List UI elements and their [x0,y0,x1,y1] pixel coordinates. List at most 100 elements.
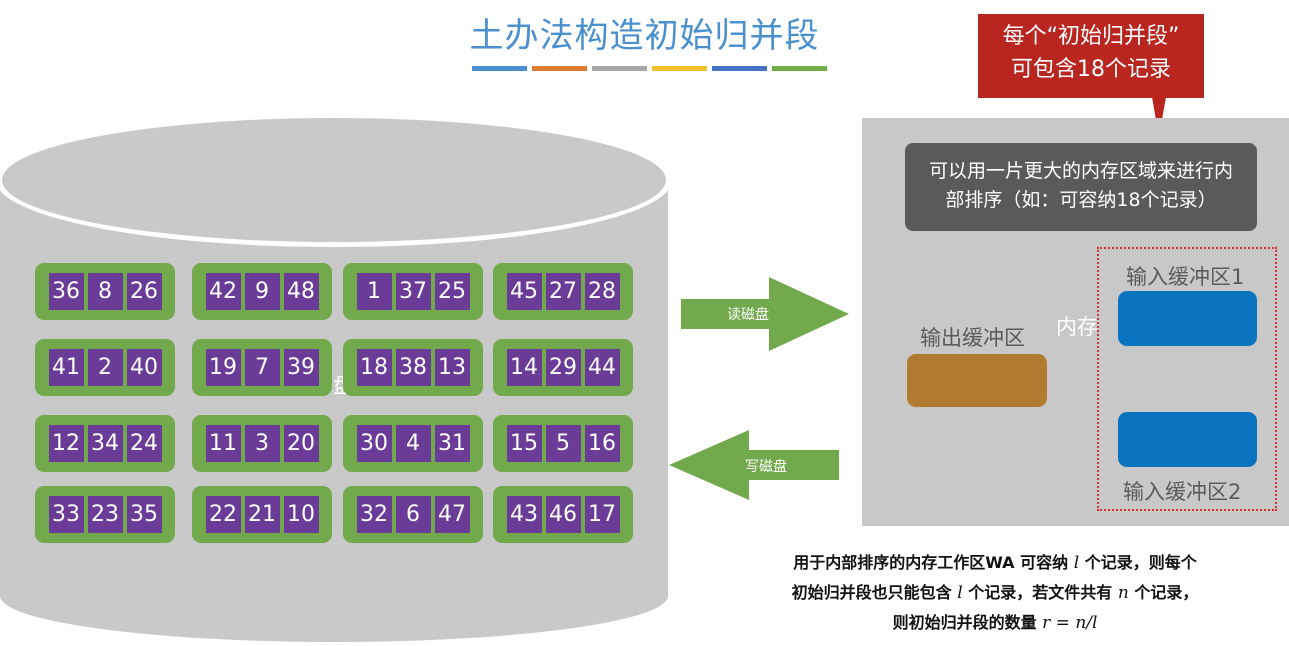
record-cell: 4 [395,425,431,462]
footnote-line-3: 则初始归并段的数量 r = n/l [700,608,1289,638]
record-cell: 7 [244,349,280,386]
record-cell: 29 [545,349,581,386]
title-underline-bar [712,66,767,71]
record-cell: 25 [434,273,470,310]
record-cell: 28 [584,273,620,310]
input-buffer-1 [1118,291,1257,346]
record-cell: 47 [434,496,470,533]
record-cell: 9 [244,273,280,310]
record-cell: 34 [87,425,123,462]
record-cell: 45 [506,273,542,310]
record-cell: 13 [434,349,470,386]
record-cell: 17 [584,496,620,533]
record-cell: 16 [584,425,620,462]
input-buffer-1-label: 输入缓冲区1 [1126,265,1245,289]
record-cell: 33 [48,496,84,533]
record-cell: 1 [356,273,392,310]
record-cell: 37 [395,273,431,310]
record-cell: 18 [356,349,392,386]
record-cell: 39 [283,349,319,386]
record-cell: 27 [545,273,581,310]
footnote-text: 则初始归并段的数量 [892,613,1043,632]
record-cell: 48 [283,273,319,310]
callout-line-1: 每个“初始归并段” [1002,24,1180,49]
record-cell: 8 [87,273,123,310]
footnote-text: 个记录，若文件共有 [962,583,1118,602]
record-cell: 35 [126,496,162,533]
title-underline-bar [472,66,527,71]
footnote-line-1: 用于内部排序的内存工作区WA 可容纳 l 个记录，则每个 [700,548,1289,578]
record-cell: 11 [205,425,241,462]
input-buffer-2-label: 输入缓冲区2 [1123,480,1242,504]
record-cell: 5 [545,425,581,462]
record-cell: 40 [126,349,162,386]
title-underline-bar [592,66,647,71]
disk-top [2,118,666,242]
read-disk-arrow: 读磁盘 [681,277,851,351]
callout-box: 每个“初始归并段” 可包含18个记录 [978,14,1204,98]
record-cell: 24 [126,425,162,462]
title-underline-bar [652,66,707,71]
write-disk-label: 写磁盘 [745,459,787,475]
record-cell: 14 [506,349,542,386]
memory-note-line-1: 可以用一片更大的内存区域来进行内 [928,160,1233,182]
memory-label: 内存 [1056,315,1098,339]
record-cell: 30 [356,425,392,462]
record-cell: 20 [283,425,319,462]
var-l: l [1073,553,1080,573]
footnote-text: 个记录， [1128,583,1199,602]
callout-line-2: 可包含18个记录 [1011,57,1171,82]
write-disk-arrow: 写磁盘 [669,430,839,500]
footnote-text: 个记录，则每个 [1079,553,1197,572]
title-underline-bar [532,66,587,71]
footnote-line-2: 初始归并段也只能包含 l 个记录，若文件共有 n 个记录， [700,578,1289,608]
record-cell: 6 [395,496,431,533]
disk-bottom [0,550,668,642]
record-cell: 42 [205,273,241,310]
record-cell: 2 [87,349,123,386]
record-cell: 10 [283,496,319,533]
input-buffer-zone [1097,247,1277,511]
output-buffer-label: 输出缓冲区 [920,326,1025,350]
record-cell: 22 [205,496,241,533]
record-cell: 21 [244,496,280,533]
record-cell: 46 [545,496,581,533]
read-disk-label: 读磁盘 [727,307,769,323]
title-underline-bar [772,66,827,71]
var-l: l [957,583,963,603]
record-cell: 36 [48,273,84,310]
record-cell: 31 [434,425,470,462]
record-cell: 44 [584,349,620,386]
record-cell: 15 [506,425,542,462]
record-cell: 12 [48,425,84,462]
memory-note: 可以用一片更大的内存区域来进行内 部排序（如：可容纳18个记录） [905,143,1257,231]
record-cell: 3 [244,425,280,462]
var-n: n [1117,583,1129,603]
footnote-text: 初始归并段也只能包含 [791,583,958,602]
record-cell: 26 [126,273,162,310]
record-cell: 19 [205,349,241,386]
record-cell: 43 [506,496,542,533]
record-cell: 41 [48,349,84,386]
footnote: 用于内部排序的内存工作区WA 可容纳 l 个记录，则每个 初始归并段也只能包含 … [700,548,1289,638]
record-cell: 23 [87,496,123,533]
page-title: 土办法构造初始归并段 [469,16,820,56]
record-cell: 32 [356,496,392,533]
record-cell: 38 [395,349,431,386]
